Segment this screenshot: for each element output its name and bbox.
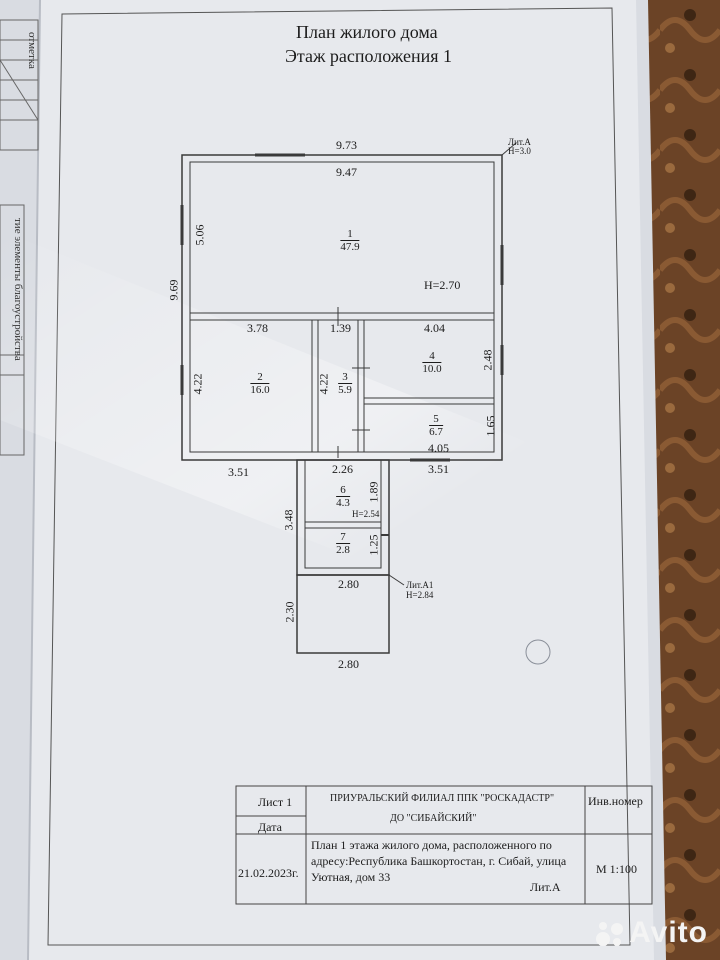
dim-room1-height: H=2.70 — [424, 278, 461, 292]
dim-bottom-right: 3.51 — [428, 462, 449, 476]
avito-watermark: Avito — [595, 916, 708, 950]
stamp-desc-line2: адресу:Республика Башкортостан, г. Сибай… — [311, 854, 567, 868]
lit-a1-height: H=2.84 — [406, 590, 434, 600]
page-title: План жилого дома — [296, 22, 438, 42]
dim-inner-top: 9.47 — [336, 165, 357, 179]
dim-room2-top: 3.78 — [247, 321, 268, 335]
stamp-date: 21.02.2023г. — [238, 866, 299, 880]
dim-room4-top: 4.04 — [424, 321, 445, 335]
stamp-inv: Инв.номер — [588, 794, 643, 808]
lit-a-label: Лит.А — [508, 137, 531, 147]
stamp-scale: М 1:100 — [596, 862, 638, 876]
lit-a1-label: Лит.А1 — [406, 580, 434, 590]
stamp-desc-line3: Уютная, дом 33 — [311, 870, 391, 884]
stamp-lit: Лит.А — [530, 880, 561, 894]
dim-porch-bottom: 2.80 — [338, 657, 359, 671]
lit-a-height: H=3.0 — [508, 146, 531, 156]
stamp-org-line1: ПРИУРАЛЬСКИЙ ФИЛИАЛ ППК "РОСКАДАСТР" — [330, 793, 555, 804]
dim-ext-top: 2.26 — [332, 462, 353, 476]
avito-logo-icon — [595, 920, 625, 948]
stamp-org-line2: ДО "СИБАЙСКИЙ" — [390, 813, 477, 824]
dim-room5-bottom: 4.05 — [428, 441, 449, 455]
page-subtitle: Этаж расположения 1 — [285, 46, 453, 66]
dim-bottom-left: 3.51 — [228, 465, 249, 479]
dim-outer-top: 9.73 — [336, 138, 357, 152]
stamp-desc-line1: План 1 этажа жилого дома, расположенного… — [311, 838, 552, 852]
dim-room6-height: H=2.54 — [352, 509, 380, 519]
dim-room3-top: 1.39 — [330, 321, 351, 335]
stamp-date-label: Дата — [258, 820, 282, 834]
stamp-sheet: Лист 1 — [258, 795, 293, 809]
dim-porch-top: 2.80 — [338, 577, 359, 591]
